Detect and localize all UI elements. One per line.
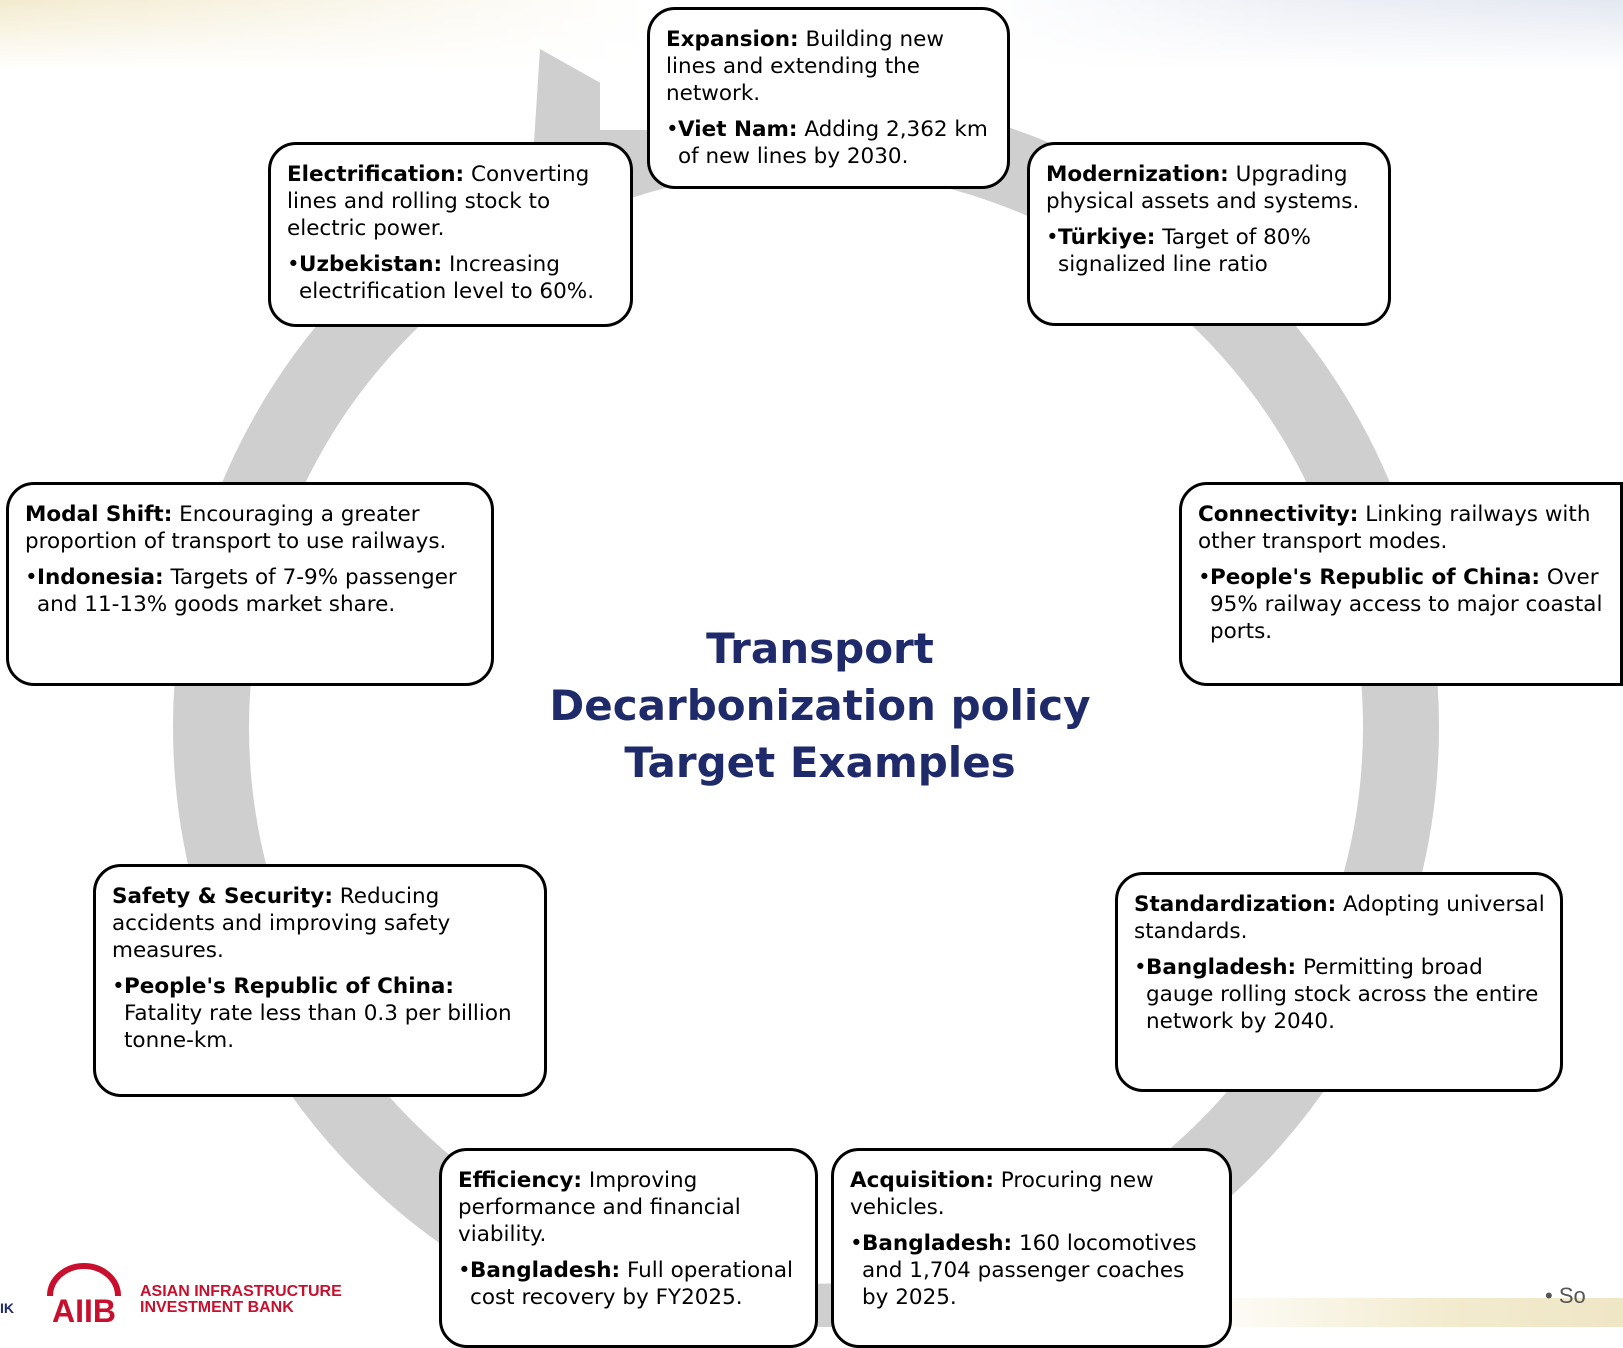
box-electrification: Electrification: Converting lines and ro… [268, 142, 633, 327]
bullet-dot: • [1046, 225, 1059, 250]
box-description: Converting lines and rolling stock to el… [287, 162, 590, 241]
box-expansion: Expansion: Building new lines and extend… [647, 7, 1010, 189]
example-text: Targets of 7-9% passenger and 11-13% goo… [37, 565, 457, 617]
box-standardization: Standardization: Adopting universal stan… [1115, 872, 1563, 1092]
box-description: Building new lines and extending the net… [666, 27, 944, 106]
example-label: Bangladesh: [862, 1231, 1013, 1256]
bullet-dot: • [112, 974, 125, 999]
box-heading: Modal Shift: [25, 502, 173, 527]
box-acquisition: Acquisition: Procuring new vehicles. •Ba… [831, 1148, 1232, 1348]
aiib-mark-text: AIIB [52, 1293, 116, 1326]
diagram-title: Transport Decarbonization policy Target … [540, 620, 1100, 791]
example-text: Target of 80% signalized line ratio [1058, 225, 1311, 277]
box-heading: Efficiency: [458, 1168, 583, 1193]
box-efficiency: Efficiency: Improving performance and fi… [439, 1148, 818, 1348]
example-text: Over 95% railway access to major coastal… [1210, 565, 1603, 644]
box-heading: Safety & Security: [112, 884, 333, 909]
example-text: Adding 2,362 km of new lines by 2030. [678, 117, 988, 169]
box-connectivity: Connectivity: Linking railways with othe… [1179, 482, 1623, 686]
box-heading: Connectivity: [1198, 502, 1359, 527]
logo-line-1: ASIAN INFRASTRUCTURE [140, 1283, 342, 1300]
example-text: Increasing electrification level to 60%. [299, 252, 595, 304]
box-description: Adopting universal standards. [1134, 892, 1545, 944]
bullet-dot: • [25, 565, 38, 590]
logo-line-2: INVESTMENT BANK [140, 1299, 294, 1316]
bullet-dot: • [1134, 955, 1147, 980]
box-safety-security: Safety & Security: Reducing accidents an… [93, 864, 547, 1097]
left-edge-fragment: IK [0, 1300, 14, 1316]
bullet-dot: • [850, 1231, 863, 1256]
example-label: Uzbekistan: [299, 252, 443, 277]
example-label: People's Republic of China: [1210, 565, 1540, 590]
bullet-dot: • [666, 117, 679, 142]
bullet-dot: • [458, 1258, 471, 1283]
box-description: Procuring new vehicles. [850, 1168, 1154, 1220]
aiib-logo: AIIB ASIAN INFRASTRUCTURE INVESTMENT BAN… [44, 1262, 344, 1326]
bullet-dot: • [287, 252, 300, 277]
example-label: Viet Nam: [678, 117, 798, 142]
box-description: Upgrading physical assets and systems. [1046, 162, 1360, 214]
example-label: Bangladesh: [470, 1258, 621, 1283]
box-heading: Electrification: [287, 162, 465, 187]
box-modal-shift: Modal Shift: Encouraging a greater propo… [6, 482, 494, 686]
box-description: Encouraging a greater proportion of tran… [25, 502, 447, 554]
box-heading: Acquisition: [850, 1168, 994, 1193]
example-text: Fatality rate less than 0.3 per billion … [124, 1001, 512, 1053]
box-heading: Expansion: [666, 27, 799, 52]
right-edge-fragment: • So [1545, 1283, 1586, 1308]
aiib-logo-mark: AIIB [47, 1263, 121, 1326]
example-label: Indonesia: [37, 565, 164, 590]
box-modernization: Modernization: Upgrading physical assets… [1027, 142, 1391, 326]
example-label: Bangladesh: [1146, 955, 1297, 980]
box-description: Improving performance and financial viab… [458, 1168, 741, 1247]
bottom-decorative-band [1180, 1298, 1623, 1327]
box-description: Linking railways with other transport mo… [1198, 502, 1591, 554]
box-description: Reducing accidents and improving safety … [112, 884, 451, 963]
example-text: Full operational cost recovery by FY2025… [470, 1258, 793, 1310]
bullet-dot: • [1198, 565, 1211, 590]
example-text: Permitting broad gauge rolling stock acr… [1146, 955, 1539, 1034]
title-line-3: Target Examples [624, 738, 1016, 787]
example-label: People's Republic of China: [124, 974, 454, 999]
box-heading: Modernization: [1046, 162, 1229, 187]
title-line-2: Decarbonization policy [549, 681, 1091, 730]
example-label: Türkiye: [1058, 225, 1156, 250]
box-heading: Standardization: [1134, 892, 1337, 917]
title-line-1: Transport [706, 624, 934, 673]
example-text: 160 locomotives and 1,704 passenger coac… [862, 1231, 1197, 1310]
